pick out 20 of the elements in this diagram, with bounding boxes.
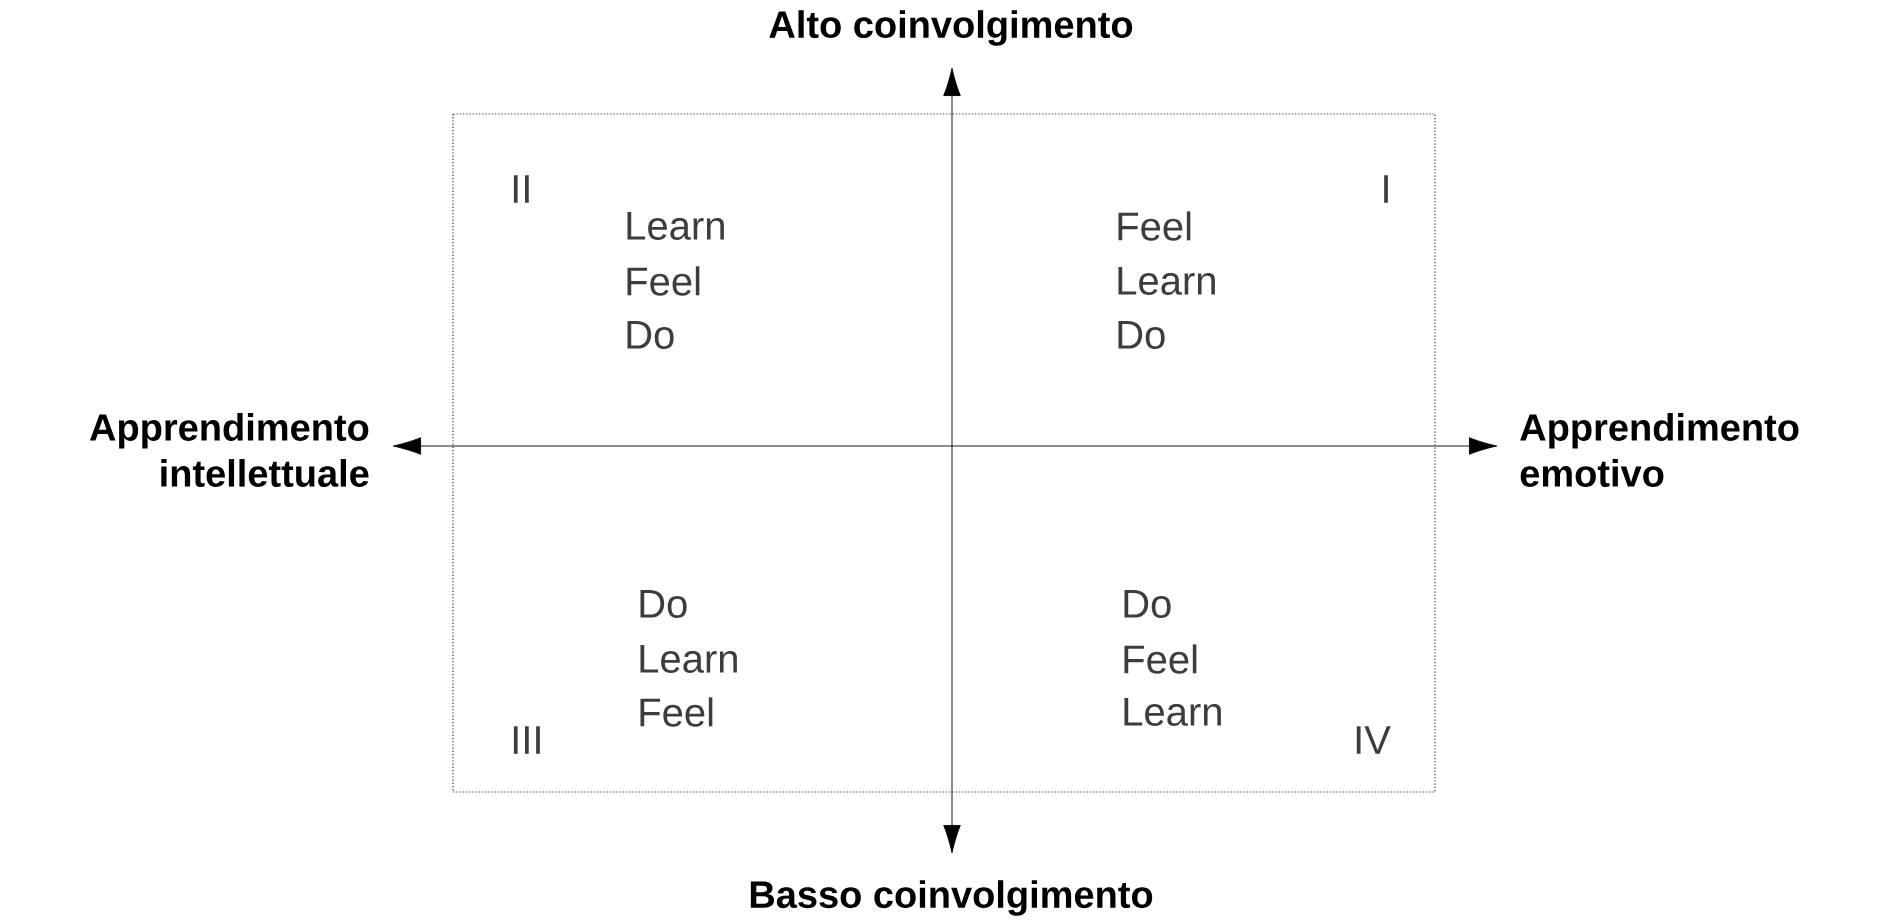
quadrant-word: Feel [1124, 644, 1197, 674]
quadrant-word: Do [640, 590, 687, 618]
quadrant-number: I [1384, 175, 1388, 203]
quadrant-word: Learn [1118, 267, 1215, 295]
axis-label: Alto coinvolgimento [769, 10, 1133, 46]
quadrant-word: Learn [627, 212, 724, 240]
quadrant-word: Feel [627, 266, 700, 296]
axis-label: Apprendimento emotivo [1520, 413, 1799, 487]
axis-label: Apprendimento intellettuale [89, 413, 369, 487]
quadrant-word: Learn [640, 645, 737, 673]
quadrant-number: II [513, 175, 529, 203]
quadrant-word: Do [1124, 590, 1171, 618]
quadrant-word: Feel [1118, 211, 1191, 241]
quadrant-word: Learn [1124, 698, 1221, 726]
quadrant-word: Do [1118, 321, 1165, 349]
quadrant-number: III [513, 726, 540, 754]
axis-label: Basso coinvolgimento [750, 880, 1153, 916]
quadrant-word: Feel [640, 697, 713, 727]
quadrant-number: IV [1356, 726, 1391, 754]
quadrant-word: Do [627, 321, 674, 349]
